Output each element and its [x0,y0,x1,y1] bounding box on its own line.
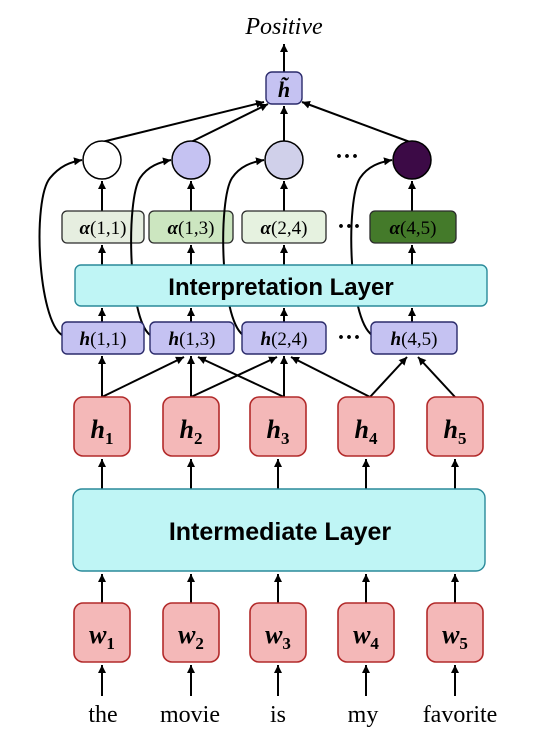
word-embedding-box-3 [249,602,307,663]
alpha-box-24 [241,210,327,244]
weighted-node-3 [264,140,304,180]
arrow-circle2-to-htilde [190,103,269,143]
weighted-node-1 [82,140,122,180]
alpha-label-45: α(4,5) [390,218,437,239]
word-embedding-label-5: w5 [442,620,468,653]
word-embedding-box-4 [337,602,395,663]
alpha-box-45 [369,210,457,244]
hidden-state-box-4 [337,396,395,457]
alpha-label-24: α(2,4) [261,218,308,239]
ellipsis-spans: ··· [337,325,361,351]
alpha-label-13: α(1,3) [168,218,215,239]
hidden-state-box-3 [249,396,307,457]
skip-arrow-h24-to-node3 [222,157,265,336]
h-tilde-label: h̃ [278,77,290,102]
alpha-box-13 [148,210,234,244]
ellipsis-circles: ··· [335,144,359,170]
intermediate-layer-box [72,488,486,572]
arrow-h4-to-h24 [290,356,371,398]
arrow-h2-to-h24 [190,356,278,398]
arrow-circle4-to-htilde [301,101,411,143]
arrow-h5-to-h45 [417,356,456,398]
ellipsis-alpha: ··· [337,214,361,240]
span-box-h13 [149,321,235,355]
interpretation-layer-label: Interpretation Layer [168,274,393,301]
arrow-h4-to-h45 [369,356,408,398]
input-word-5: favorite [423,702,498,728]
weighted-node-4 [392,140,432,180]
span-box-h24 [241,321,327,355]
alpha-label-11: α(1,1) [80,218,127,239]
arrow-h1-to-h13 [101,356,185,398]
word-embedding-box-1 [73,602,131,663]
alpha-box-11 [61,210,145,244]
word-embedding-box-2 [162,602,220,663]
interpretation-layer-box [74,264,488,307]
skip-arrow-h11-to-node1 [38,157,83,336]
hidden-state-box-2 [162,396,220,457]
output-label: Positive [244,14,323,40]
input-word-3: is [270,702,286,728]
input-word-2: movie [160,702,220,728]
span-label-h24: h(2,4) [261,329,308,350]
span-box-h45 [370,321,458,355]
input-word-4: my [348,702,379,728]
span-label-h45: h(4,5) [391,329,438,350]
arrow-circle1-to-htilde [101,100,265,143]
intermediate-layer-label: Intermediate Layer [169,518,392,546]
arrow-h3-to-h13 [197,356,285,398]
span-label-h11: h(1,1) [80,329,127,350]
input-word-1: the [88,702,117,728]
span-label-h13: h(1,3) [169,329,216,350]
skip-arrow-h45-to-node4 [350,157,393,336]
skip-arrow-h13-to-node2 [130,157,172,336]
weighted-node-2 [171,140,211,180]
span-box-h11 [61,321,145,355]
hidden-state-box-1 [73,396,131,457]
word-embedding-box-5 [426,602,484,663]
hidden-state-box-5 [426,396,484,457]
h-tilde-box [265,71,303,105]
